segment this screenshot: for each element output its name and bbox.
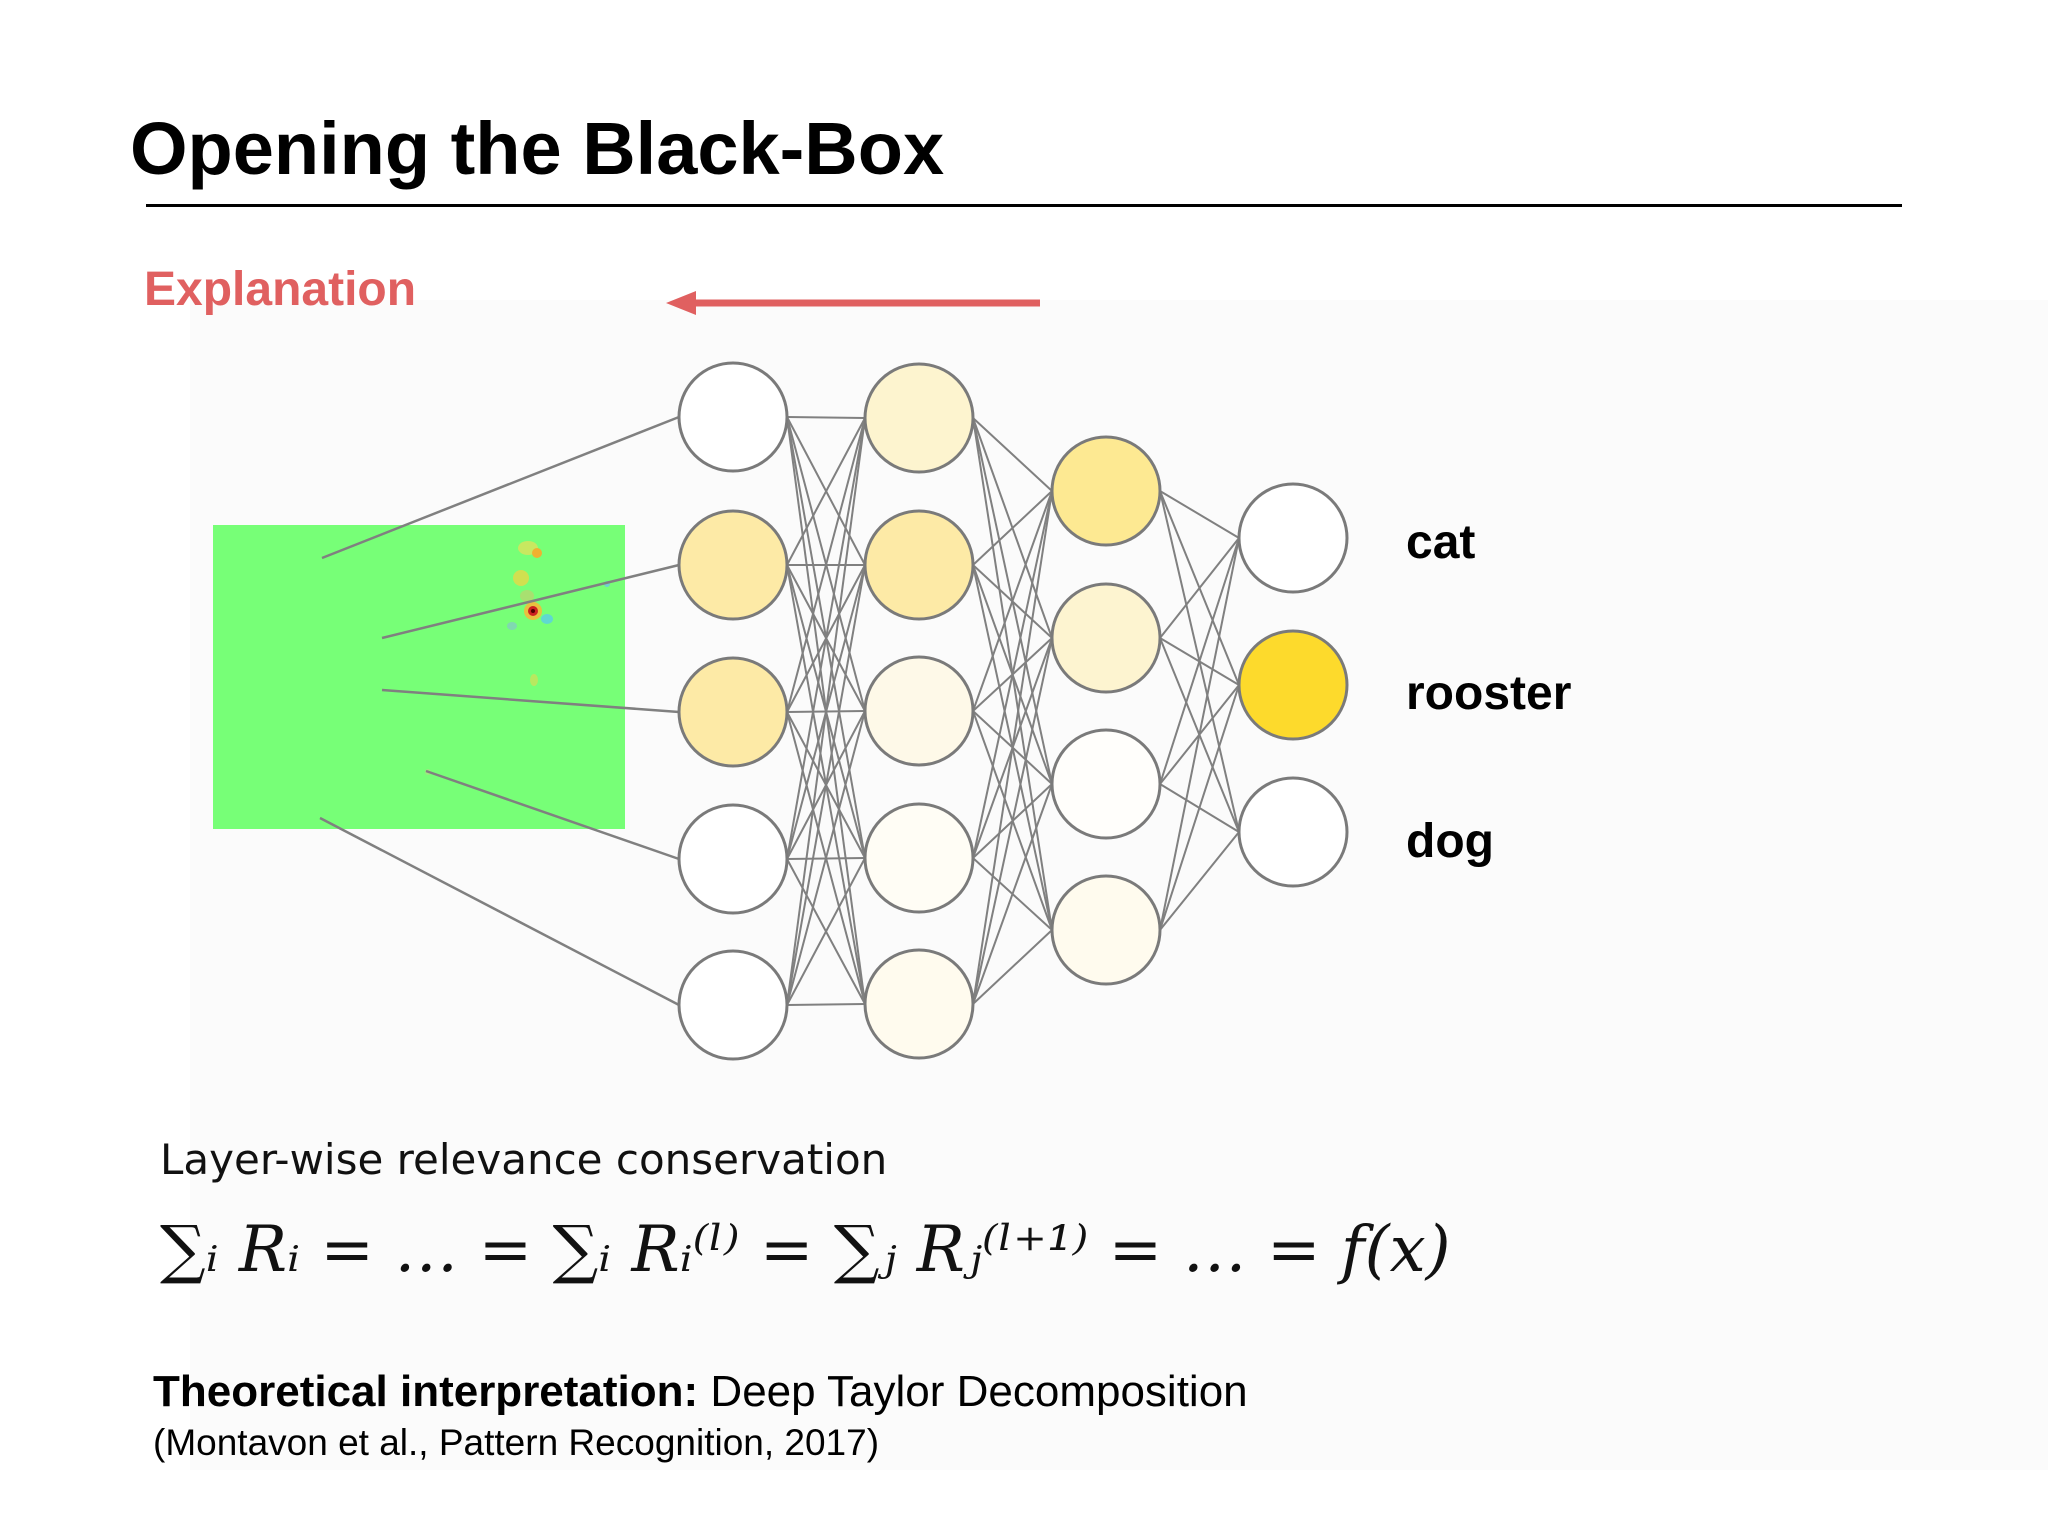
input-heatmap <box>213 525 625 829</box>
hidden-layer-1-node <box>863 509 975 621</box>
network-edge <box>1159 490 1240 539</box>
output-layer-node <box>1237 776 1349 888</box>
heatmap-hotspot <box>520 590 534 602</box>
hidden-layer-2-node <box>1050 582 1162 694</box>
network-edge <box>972 490 1053 1005</box>
input-layer-node <box>677 656 789 768</box>
input-layer-node <box>677 361 789 473</box>
network-edge <box>786 1003 866 1006</box>
hidden-layer-2-node <box>1050 874 1162 986</box>
network-edge <box>786 564 866 1006</box>
network-edge <box>972 637 1053 1005</box>
heatmap-hotspot <box>530 674 538 686</box>
input-layer-node <box>677 949 789 1061</box>
hidden-layer-2-node <box>1050 728 1162 840</box>
heatmap-background <box>213 525 625 829</box>
title-divider <box>146 204 1902 207</box>
citation: (Montavon et al., Pattern Recognition, 2… <box>153 1422 880 1463</box>
heatmap-hotspot <box>531 609 535 613</box>
heatmap-hotspot <box>541 614 553 624</box>
hidden-layer-1-node <box>863 655 975 767</box>
relevance-caption: Layer-wise relevance conservation <box>160 1135 888 1184</box>
network-edge <box>786 417 866 860</box>
hidden-layer-1-node <box>863 948 975 1060</box>
input-layer-node <box>677 509 789 621</box>
output-label-rooster: rooster <box>1406 667 1572 720</box>
hidden-layer-2-node <box>1050 435 1162 547</box>
input-edge <box>425 769 680 861</box>
input-edge <box>381 688 680 714</box>
slide-title: Opening the Black-Box <box>130 107 945 190</box>
output-label-cat: cat <box>1406 516 1476 569</box>
relevance-formula: ∑ᵢ Rᵢ = … = ∑ᵢ Rᵢ⁽ˡ⁾ = ∑ⱼ Rⱼ⁽ˡ⁺¹⁾ = … = … <box>160 1213 1451 1287</box>
explanation-label: Explanation <box>144 263 417 316</box>
hidden-layer-1-node <box>863 362 975 474</box>
network-edge <box>786 417 866 1006</box>
theory-label: Theoretical interpretation: <box>153 1367 699 1416</box>
network-edge <box>1159 537 1240 639</box>
network-edge <box>972 490 1053 712</box>
network-edge <box>786 710 866 1006</box>
input-edge <box>321 415 680 560</box>
output-layer-node <box>1237 482 1349 594</box>
theoretical-interpretation: Theoretical interpretation: Deep Taylor … <box>153 1366 1248 1418</box>
network-edge <box>1159 537 1240 931</box>
output-layer-node <box>1237 629 1349 741</box>
network-nodes <box>677 361 1349 1061</box>
input-edge <box>381 563 680 640</box>
network-edge <box>972 490 1053 859</box>
heatmap-hotspot <box>507 622 517 630</box>
network-edge <box>1159 684 1240 931</box>
heatmap-hotspot <box>532 548 542 558</box>
network-edge <box>786 416 866 419</box>
heatmap-hotspot <box>513 570 529 586</box>
network-edge <box>1159 537 1240 785</box>
input-edge <box>319 816 680 1007</box>
network-edge <box>1159 831 1240 931</box>
network-edge <box>972 417 1053 492</box>
network-edge <box>972 490 1053 566</box>
network-edges <box>319 415 1240 1007</box>
network-edge <box>786 417 866 713</box>
hidden-layer-1-node <box>863 802 975 914</box>
arrow-head <box>666 291 696 315</box>
network-edge <box>786 417 866 566</box>
output-label-dog: dog <box>1406 815 1494 868</box>
network-edge <box>786 857 866 1006</box>
network-edge <box>972 929 1053 1005</box>
theory-text: Deep Taylor Decomposition <box>698 1367 1248 1416</box>
input-layer-node <box>677 803 789 915</box>
network-edge <box>972 783 1053 1005</box>
explanation-arrow <box>666 291 1040 315</box>
